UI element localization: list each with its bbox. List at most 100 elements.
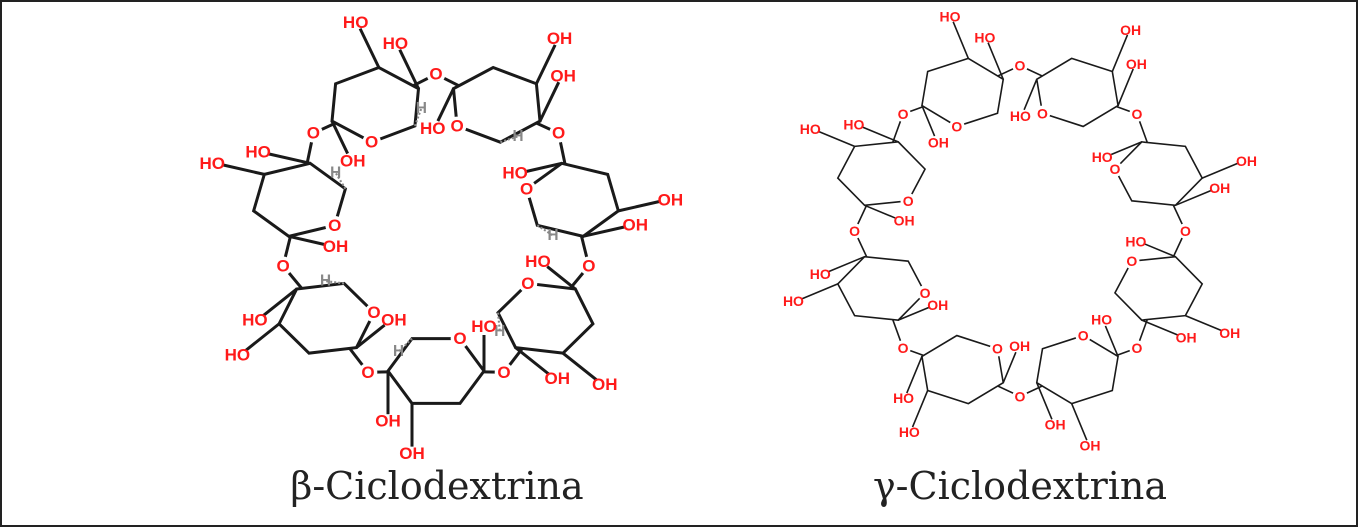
hydroxyl-bond [535, 44, 557, 85]
primary-hydroxyl-label: HO [1125, 233, 1146, 249]
ring-oxygen-bg [325, 215, 345, 235]
oxygen-bg [549, 123, 568, 143]
glucose-ring [524, 161, 621, 238]
hydroxyl-label: HO [343, 13, 369, 32]
ring-oxygen-label: O [453, 329, 466, 348]
hydroxyl-label: OH [399, 444, 425, 463]
hydroxyl-label: OH [1236, 153, 1257, 169]
primary-hydroxyl-label: HO [525, 252, 551, 271]
hydroxyl-label: OH [1176, 329, 1197, 345]
oxygen-bg [895, 340, 911, 356]
hydroxyl-bond [538, 81, 561, 122]
ch2-bond [1104, 325, 1119, 357]
ring-oxygen-label: O [521, 274, 534, 293]
hydroxyl-label: OH [1126, 56, 1147, 72]
hydroxyl-label: HO [974, 30, 995, 46]
hydroxyl-bond [1036, 382, 1053, 420]
ch2-bond [288, 234, 325, 246]
hydrogen-label: H [416, 100, 427, 117]
oxygen-bg [1177, 223, 1194, 239]
hydroxyl-label: HO [245, 143, 271, 162]
ch2-bond [921, 105, 936, 137]
glucose-ring [451, 65, 542, 144]
oxygen-bg [494, 362, 514, 382]
hydrogen-bond [536, 224, 554, 237]
ring-oxygen-label: O [365, 133, 378, 152]
hydrogen-label: H [547, 227, 558, 244]
glycosidic-oxygen-label: O [1015, 58, 1026, 74]
ring-oxygen-label: O [903, 193, 914, 209]
hydroxyl-label: HO [200, 154, 226, 173]
primary-hydroxyl-label: OH [1009, 338, 1030, 354]
hydroxyl-bond [1070, 403, 1088, 441]
hydroxyl-bond [952, 21, 970, 59]
glucose-ring [330, 65, 421, 144]
glycosidic-oxygen-label: O [1180, 223, 1191, 239]
hydroxyl-bond [562, 351, 598, 382]
hydroxyl-label: OH [1209, 180, 1230, 196]
primary-hydroxyl-label: HO [1010, 108, 1031, 124]
ring-oxygen-label: O [1110, 161, 1121, 177]
hydrogen-label: H [513, 128, 524, 145]
glycosidic-oxygen-label: O [1132, 340, 1143, 356]
oxygen-bg [426, 64, 446, 84]
ch2-bond [546, 265, 577, 291]
oxygen-bg [304, 123, 323, 143]
hydroxyl-bond [1185, 314, 1223, 332]
hydroxyl-bond [618, 199, 661, 213]
ring-oxygen-bg [949, 118, 965, 135]
hydroxyl-label: OH [375, 412, 401, 431]
ch2-bond [897, 306, 930, 321]
hydroxyl-bond [1111, 34, 1129, 72]
hydroxyl-bond [827, 255, 865, 273]
hydroxyl-label: OH [1219, 325, 1240, 341]
oxygen-bg [846, 223, 863, 239]
hydroxyl-bond [221, 163, 265, 176]
hydroxyl-bond [987, 42, 1004, 80]
ch2-bond [864, 204, 896, 219]
hydrogen-label: H [393, 343, 404, 360]
hydrogen-label: H [320, 273, 331, 290]
glucose-ring [1035, 334, 1119, 405]
ring-oxygen-bg [364, 303, 384, 323]
oxygen-bg [1012, 388, 1028, 405]
glycosidic-oxygen-label: O [1015, 388, 1026, 404]
ring-oxygen-bg [1034, 105, 1051, 122]
hydroxyl-label: HO [783, 293, 804, 309]
primary-hydroxyl-label: HO [502, 164, 528, 183]
ring-oxygen-bg [989, 340, 1006, 357]
hydroxyl-label: HO [939, 9, 960, 25]
ring-oxygen-bg [447, 116, 467, 136]
oxygen-bg [1129, 106, 1145, 122]
ch2-bond [1002, 351, 1017, 384]
glycosidic-oxygen-label: O [277, 256, 290, 275]
hydroxyl-bond [582, 225, 626, 238]
hydroxyl-label: OH [592, 375, 618, 394]
oxygen-bg [579, 256, 599, 276]
hydroxyl-label: HO [383, 34, 409, 53]
primary-hydroxyl-label: OH [323, 237, 349, 256]
ring-oxygen-label: O [520, 179, 533, 198]
ring-oxygen-bg [1124, 253, 1140, 269]
glucose-ring [921, 57, 1005, 128]
hydroxyl-bond [1117, 68, 1134, 106]
hydroxyl-label: OH [622, 216, 648, 235]
hydrogen-bond [397, 337, 413, 353]
primary-hydroxyl-label: OH [928, 135, 949, 151]
glycosidic-oxygen-label: O [497, 363, 510, 382]
hydroxyl-bond [911, 390, 929, 428]
hydroxyl-bond [906, 356, 923, 394]
ch2-bond [1144, 243, 1176, 258]
ring-oxygen-bg [518, 274, 538, 293]
oxygen-bg [358, 362, 378, 382]
ch2-bond [330, 120, 349, 155]
beta-cyclodextrin-caption: β-Ciclodextrina [290, 464, 584, 508]
primary-hydroxyl-label: HO [1092, 149, 1113, 165]
ch2-bond [355, 323, 386, 349]
ring-oxygen-bg [517, 179, 536, 199]
glycosidic-oxygen-label: O [1132, 106, 1143, 122]
